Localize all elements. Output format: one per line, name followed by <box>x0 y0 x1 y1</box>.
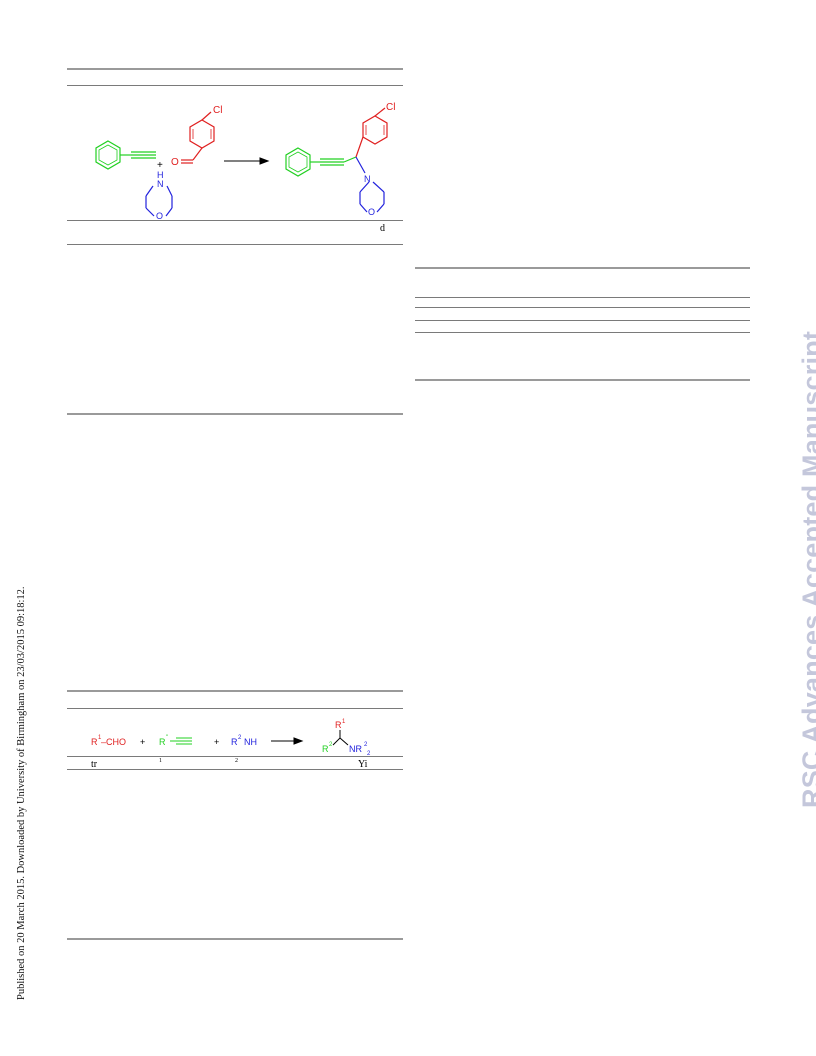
morpholine-o-label: O <box>156 211 163 221</box>
r1-superscript: 1 <box>98 735 102 741</box>
table1-bottom-rule <box>67 413 403 415</box>
table3-header-entry: tr <box>91 759 98 770</box>
morpholine <box>145 185 173 217</box>
amine-r-label: R <box>231 737 238 747</box>
table3-header-yield: Yi <box>358 759 368 770</box>
table3-caption-rule <box>67 708 403 709</box>
product-r1-superscript: 1 <box>342 719 346 725</box>
table1-caption-rule <box>67 85 403 86</box>
product-r2-label: R <box>322 744 329 754</box>
r1-label: R <box>91 737 98 747</box>
reaction-arrow-2 <box>271 737 304 745</box>
plus-sign-2: + <box>214 737 219 747</box>
table3-header-top-rule <box>67 756 403 757</box>
morpholine-n-label: N <box>157 179 164 189</box>
table1-header-bottom-rule <box>67 244 403 245</box>
table2-header-rule-1 <box>415 297 750 298</box>
table1-header-cell: d <box>380 223 385 234</box>
table3-bottom-rule <box>67 938 403 940</box>
table2-header-rule-4 <box>415 332 750 333</box>
table3-header-bottom-rule <box>67 769 403 770</box>
table3-header-col-1: 1 <box>159 758 162 764</box>
aldehyde-chlorine-label: Cl <box>213 105 222 116</box>
product-phenyl <box>285 147 357 177</box>
table1-top-rule <box>67 68 403 70</box>
table2-bottom-rule <box>415 379 750 381</box>
table2-header-rule-2 <box>415 307 750 308</box>
table3-header-col-2: 2 <box>235 758 238 764</box>
amine-r-superscript: 2 <box>238 735 242 741</box>
table1-header-top-rule <box>67 220 403 221</box>
product-nr-subscript: 2 <box>367 751 371 757</box>
plus-sign-1: + <box>140 737 145 747</box>
table2-header-rule-3 <box>415 320 750 321</box>
product-r2-superscript: 2 <box>329 742 333 748</box>
alkyne-bond <box>170 737 192 745</box>
chlorobenzaldehyde <box>181 111 215 164</box>
table3-top-rule <box>67 690 403 692</box>
cho-label: –CHO <box>101 737 126 747</box>
product-chlorine-label: Cl <box>386 102 395 113</box>
amine-nh-label: NH <box>244 737 257 747</box>
product-nr-label: NR <box>349 744 362 754</box>
plus-sign: + <box>157 160 163 171</box>
morpholine-h-label: H <box>157 170 164 180</box>
reaction-arrow <box>224 157 270 165</box>
aldehyde-oxygen-label: O <box>171 157 179 168</box>
product-bonds <box>332 730 349 746</box>
product-r1-label: R <box>335 720 342 730</box>
product-chlorophenyl <box>355 107 388 158</box>
phenylacetylene <box>95 140 156 170</box>
product-n-label: N <box>364 174 371 184</box>
alkyne-r-superscript: '' <box>166 735 168 741</box>
product-o-label: O <box>368 207 375 217</box>
product-nr-superscript: 2 <box>364 742 368 748</box>
product-morpholine <box>355 156 385 213</box>
alkyne-r-label: R <box>159 737 166 747</box>
table2-top-rule <box>415 267 750 269</box>
